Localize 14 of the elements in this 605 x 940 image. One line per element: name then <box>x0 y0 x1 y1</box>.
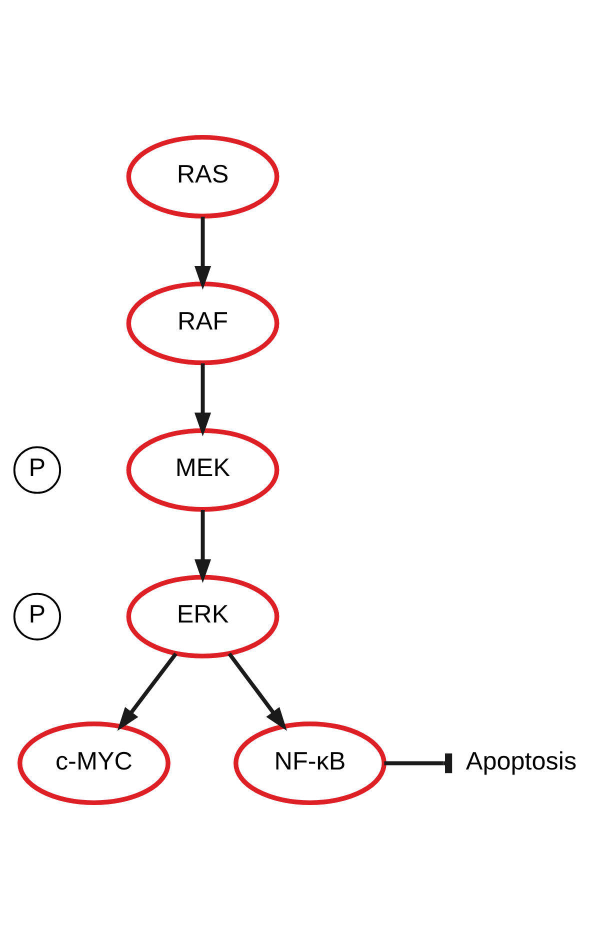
node-ellipse: NF-κB <box>234 722 386 806</box>
arrow <box>117 652 178 731</box>
node-ellipse: RAF <box>126 282 280 366</box>
arrow <box>194 216 212 290</box>
arrow <box>228 652 287 731</box>
node-ellipse: RAS <box>126 134 280 219</box>
node-ellipse: MEK <box>126 428 280 512</box>
node-ellipse: c-MYC <box>18 722 170 806</box>
node-text: Apoptosis <box>466 747 577 776</box>
node-ellipse: ERK <box>126 574 280 658</box>
node-circle: P <box>13 446 62 494</box>
arrow <box>194 363 212 436</box>
node-circle: P <box>13 592 62 640</box>
arrow <box>194 510 212 583</box>
